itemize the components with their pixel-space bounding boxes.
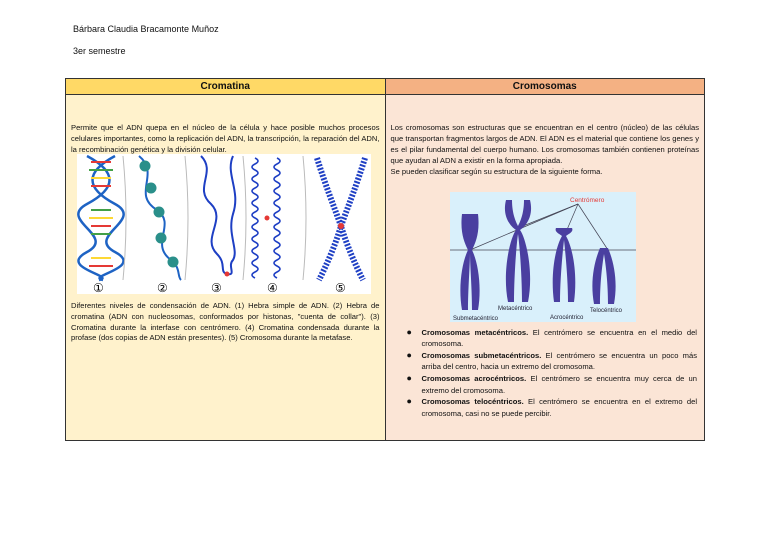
list-item: ●Cromosomas metacéntricos. El centrómero… bbox=[406, 326, 698, 349]
dna-condensation-figure: ① ② ③ ④ ⑤ bbox=[77, 154, 371, 295]
stage-number: ② bbox=[157, 281, 168, 294]
metacentric-label: Metacéntrico bbox=[498, 306, 533, 312]
acrocentric-label: Acrocéntrico bbox=[550, 315, 584, 321]
bullet-icon: ● bbox=[406, 326, 412, 337]
stage-number: ① bbox=[93, 281, 104, 294]
chromosome-types-list: ●Cromosomas metacéntricos. El centrómero… bbox=[406, 326, 698, 420]
dna-condensation-illustration: ① ② ③ ④ ⑤ bbox=[77, 154, 368, 295]
classification-note: Se pueden clasificar según su estructura… bbox=[390, 166, 603, 176]
bullet-icon: ● bbox=[406, 396, 412, 407]
nucleosome-chain bbox=[138, 155, 182, 281]
bullet-icon: ● bbox=[406, 372, 412, 383]
interphase-chromatin bbox=[200, 155, 237, 277]
metaphase-chromosome bbox=[314, 157, 368, 282]
prophase-chromatin bbox=[251, 157, 281, 279]
telocentric-chromosome bbox=[592, 248, 616, 304]
list-item: ●Cromosomas telocéntricos. El centrómero… bbox=[406, 396, 698, 418]
chromosome-types-figure: Centrómero Metacéntrico Telocéntrico Sub… bbox=[450, 192, 636, 322]
cromosomas-cell: Los cromosomas son estructuras que se en… bbox=[384, 94, 705, 441]
dna-double-helix bbox=[77, 154, 125, 282]
chromosome-types-illustration: Centrómero Metacéntrico Telocéntrico Sub… bbox=[450, 197, 636, 322]
semester-label: 3er semestre bbox=[73, 46, 126, 56]
heading-cromatina: Cromatina bbox=[65, 78, 386, 95]
list-item: ●Cromosomas submetacéntricos. El centróm… bbox=[406, 349, 698, 372]
submetacentric-label: Submetacéntrico bbox=[453, 316, 499, 322]
bullet-icon: ● bbox=[406, 349, 412, 360]
metacentric-chromosome bbox=[504, 200, 532, 302]
centromere-label: Centrómero bbox=[570, 197, 605, 204]
dna-figure-caption: Diferentes niveles de condensación de AD… bbox=[71, 300, 380, 343]
list-item: ●Cromosomas acrocéntricos. El centrómero… bbox=[406, 372, 698, 395]
acrocentric-chromosome bbox=[552, 228, 576, 302]
telocentric-label: Telocéntrico bbox=[590, 308, 623, 314]
stage-number: ③ bbox=[211, 281, 222, 294]
heading-cromosomas: Cromosomas bbox=[384, 78, 705, 95]
author-name: Bárbara Claudia Bracamonte Muñoz bbox=[73, 24, 219, 34]
submetacentric-chromosome bbox=[460, 214, 480, 310]
cromatina-intro: Permite que el ADN quepa en el núcleo de… bbox=[71, 123, 380, 154]
stage-number: ④ bbox=[267, 281, 278, 294]
stage-number: ⑤ bbox=[335, 281, 346, 294]
cromosomas-intro: Los cromosomas son estructuras que se en… bbox=[390, 123, 700, 165]
